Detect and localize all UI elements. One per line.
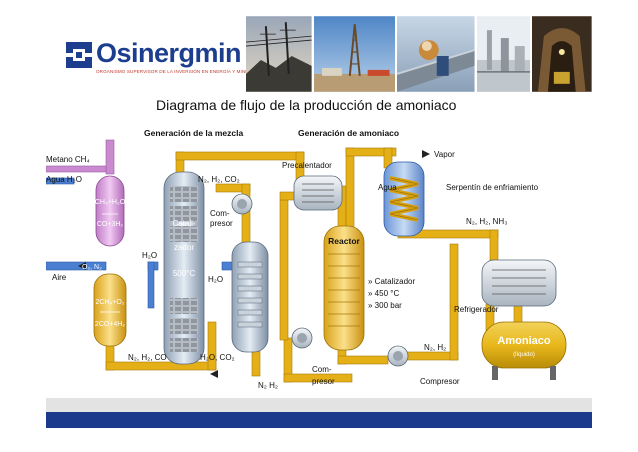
- secondary-reformer: 2CH₄+O₂ 2CO+4H₂: [93, 273, 127, 347]
- compressor-2: [291, 327, 313, 349]
- compressor-2-label-line2: presor: [312, 377, 335, 386]
- reformer2-bottom-label: 2CO+4H₂: [95, 321, 125, 328]
- osinergmin-emblem-icon: [66, 42, 92, 68]
- photo-power-lines: [246, 16, 312, 92]
- vapor-label: Vapor: [434, 150, 455, 159]
- logo-text: Osinergmin: [96, 38, 242, 68]
- stream-h2oco2-label: H₂O, CO₂: [200, 353, 235, 362]
- inlet-methane-label: Metano CH₄: [46, 155, 90, 164]
- stream-n2h2-a-label: N₂ H₂: [258, 381, 278, 390]
- ammonia-flow-diagram: CH₄+H₂O CO+3H₂ 2CH₄+O₂ 2CO+4H₂ Catali- z…: [46, 128, 567, 390]
- refrigerator-label: Refrigerador: [454, 305, 499, 314]
- photo-mine-tunnel: [532, 16, 592, 92]
- pipes-process-gas: [105, 147, 523, 383]
- logo-subtitle: ORGANISMO SUPERVISOR DE LA INVERSIÓN EN …: [96, 69, 257, 74]
- compressor-3: [387, 345, 409, 367]
- footer-bar-dark: [46, 412, 592, 428]
- section-ammonia-heading: Generación de amoniaco: [298, 128, 399, 138]
- stream-n2h2co2-label: N₂, H₂, CO₂: [198, 175, 240, 184]
- reactor-catalyst-label: » Catalizador: [368, 277, 415, 286]
- air-stream-label: O₂, N₂: [82, 264, 102, 271]
- shift-converter-tower: Catali- zador 500°C: [163, 171, 205, 365]
- cooling-coil-vessel: [383, 161, 425, 237]
- cooling-coil-label: Serpentín de enfriamiento: [446, 183, 539, 192]
- pipes-methane: [46, 139, 115, 175]
- refrigerator: [481, 259, 557, 307]
- catalyst-label-2: zador: [174, 243, 194, 252]
- catalyst-label-1: Catali-: [172, 219, 195, 228]
- arrow-air-in-icon: [78, 262, 86, 270]
- water-in-1-label: H₂O: [142, 251, 157, 260]
- compressor-1: [231, 193, 253, 215]
- preheater: [293, 175, 343, 211]
- reformer1-bottom-label: CO+3H₂: [97, 221, 124, 228]
- primary-reformer: CH₄+H₂O CO+3H₂: [95, 175, 126, 247]
- compressor-2-label-line1: Com-: [312, 365, 332, 374]
- inlet-air-label: Aire: [52, 273, 67, 282]
- water-in-2-label: Agua: [378, 183, 397, 192]
- inlet-water-label: Agua H₂O: [46, 175, 82, 184]
- reformer2-top-label: 2CH₄+O₂: [95, 299, 124, 306]
- photo-pipeline: [397, 16, 475, 92]
- flow-arrows: [78, 150, 430, 378]
- header-photo-strip: [246, 16, 592, 92]
- compressor-3-label: Compresor: [420, 377, 460, 386]
- footer-bar: [46, 398, 592, 430]
- arrow-vapor-icon: [422, 150, 430, 158]
- stream-n2h2nh3-label: N₂, H₂, NH₃: [466, 217, 507, 226]
- catalyst-temperature: 500°C: [173, 269, 196, 278]
- reactor-label: Reactor: [328, 236, 360, 246]
- stream-n2h2co-label: N₂, H₂, CO: [128, 353, 167, 362]
- photo-drilling-rig: [313, 16, 396, 92]
- compressor-1-label-line1: Com-: [210, 209, 230, 218]
- reactor-pressure-label: » 300 bar: [368, 301, 402, 310]
- osinergmin-logo: Osinergmin ORGANISMO SUPERVISOR DE LA IN…: [66, 38, 256, 82]
- compressor-1-label-line2: presor: [210, 219, 233, 228]
- arrow-product-out-icon: [210, 370, 218, 378]
- reactor-temperature-label: » 450 °C: [368, 289, 399, 298]
- page-title: Diagrama de flujo de la producción de am…: [156, 97, 457, 113]
- tank-sublabel: (líquido): [513, 352, 535, 358]
- reformer1-top-label: CH₄+H₂O: [95, 199, 126, 206]
- preheater-label: Precalentador: [282, 161, 332, 170]
- photo-refinery: [476, 16, 531, 92]
- section-mix-heading: Generación de la mezcla: [144, 128, 243, 138]
- co2-absorber: [231, 241, 269, 353]
- tank-label: Amoniaco: [497, 335, 550, 347]
- ammonia-reactor: Reactor: [323, 225, 365, 351]
- footer-bar-light: [46, 398, 592, 412]
- stream-n2h2-b-label: N₂, H₂: [424, 343, 446, 352]
- ammonia-tank: Amoniaco (líquido): [481, 321, 567, 380]
- water-out-1-label: H₂O: [208, 275, 223, 284]
